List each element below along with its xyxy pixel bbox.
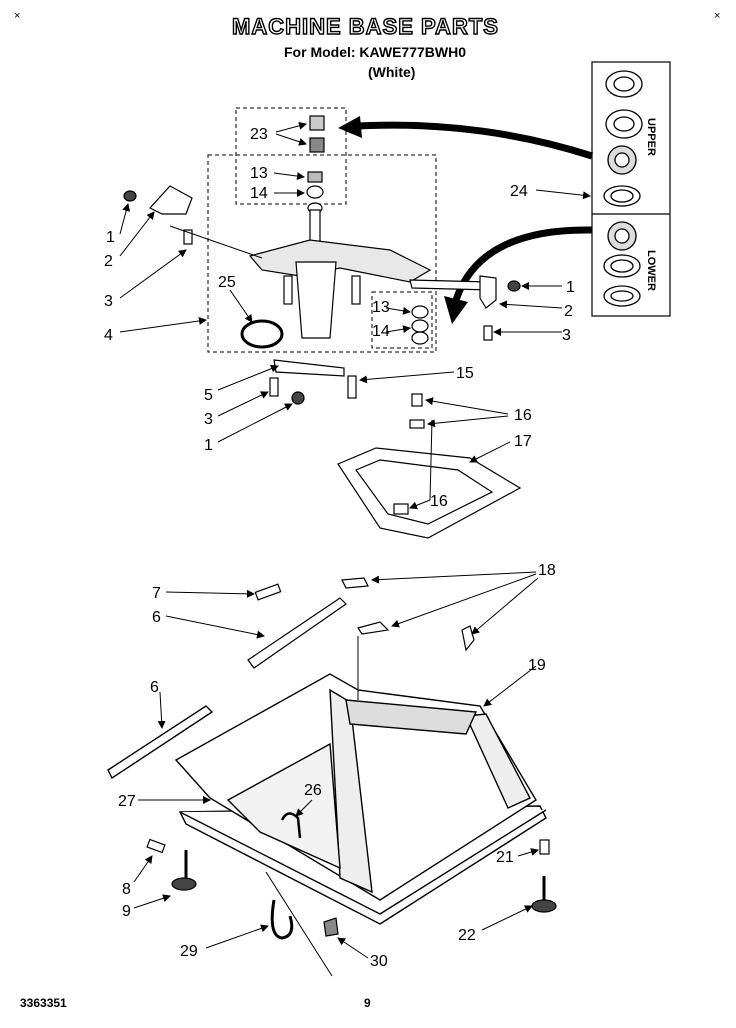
page-number: 9 xyxy=(364,996,371,1010)
callout-19: 19 xyxy=(528,657,546,674)
callout-14: 14 xyxy=(250,185,268,202)
left-bracket-parts xyxy=(123,185,193,245)
callout-3: 3 xyxy=(562,327,571,344)
machine-base-frame xyxy=(107,673,547,925)
corner-mark-right: × xyxy=(714,10,721,22)
right-hub-parts xyxy=(411,275,521,345)
seal-rings xyxy=(603,70,643,307)
callout-22: 22 xyxy=(458,927,476,944)
callout-25: 25 xyxy=(218,274,236,291)
callout-13: 13 xyxy=(250,165,268,182)
page-title: MACHINE BASE PARTS xyxy=(231,13,499,39)
drive-assembly-boxes xyxy=(207,107,437,353)
callout-numbers: 23 13 14 1 2 3 4 25 24 1 2 3 13 14 5 3 1… xyxy=(104,126,575,970)
callout-27: 27 xyxy=(118,793,136,810)
callout-16: 16 xyxy=(430,493,448,510)
callout-9: 9 xyxy=(122,903,131,920)
callout-18: 18 xyxy=(538,562,556,579)
corner-mark-left: × xyxy=(14,10,21,22)
tub-ring xyxy=(240,319,284,349)
pump-bracket xyxy=(337,393,522,539)
upper-label: UPPER xyxy=(645,118,657,156)
callout-6: 6 xyxy=(152,609,161,626)
callout-5: 5 xyxy=(204,387,213,404)
callout-26: 26 xyxy=(304,782,322,799)
legs-and-hooks xyxy=(146,812,557,940)
upper-kit-arrow xyxy=(357,121,594,160)
hub-parts xyxy=(306,115,325,214)
upper-base-parts xyxy=(247,577,475,669)
callout-23: 23 xyxy=(250,126,268,143)
model-line: For Model: KAWE777BWH0 xyxy=(284,44,467,60)
lower-hub-parts xyxy=(269,359,357,405)
callout-6: 6 xyxy=(150,679,159,696)
lower-label: LOWER xyxy=(645,250,657,291)
seal-kit-box xyxy=(591,61,671,317)
callout-4: 4 xyxy=(104,327,113,344)
callout-15: 15 xyxy=(456,365,474,382)
callout-1: 1 xyxy=(566,279,575,296)
callout-13: 13 xyxy=(372,299,390,316)
callout-30: 30 xyxy=(370,953,388,970)
callout-29: 29 xyxy=(180,943,198,960)
leader-lines xyxy=(119,121,591,959)
callout-16: 16 xyxy=(514,407,532,424)
callout-7: 7 xyxy=(152,585,161,602)
callout-14: 14 xyxy=(372,323,390,340)
callout-2: 2 xyxy=(104,253,113,270)
callout-3: 3 xyxy=(204,411,213,428)
drive-spider xyxy=(248,209,493,339)
color-line: (White) xyxy=(368,64,416,80)
callout-1: 1 xyxy=(204,437,213,454)
callout-24: 24 xyxy=(510,183,528,200)
callout-1: 1 xyxy=(106,229,115,246)
callout-8: 8 xyxy=(122,881,131,898)
doc-number: 3363351 xyxy=(20,996,67,1010)
callout-17: 17 xyxy=(514,433,532,450)
callout-2: 2 xyxy=(564,303,573,320)
callout-3: 3 xyxy=(104,293,113,310)
callout-21: 21 xyxy=(496,849,514,866)
